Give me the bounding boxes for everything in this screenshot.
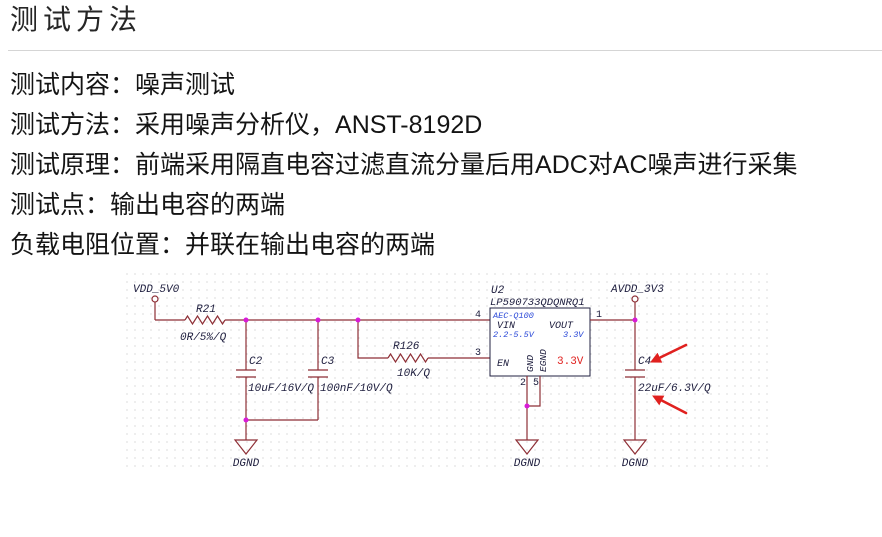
- info-value: 噪声测试: [135, 71, 236, 99]
- info-value: 输出电容的两端: [110, 191, 286, 219]
- net-label-dgnd: DGND: [622, 458, 649, 470]
- resistor-r126-designator: R126: [393, 341, 420, 353]
- capacitor-c2-designator: C2: [249, 356, 263, 368]
- resistor-r21: R21 0R/5%/Q: [180, 304, 227, 344]
- wire-enable-branch: [357, 320, 388, 359]
- resistor-r21-value: 0R/5%/Q: [180, 332, 227, 344]
- ic-u2-designator: U2: [491, 285, 505, 297]
- info-label: 测试原理：: [10, 151, 136, 179]
- net-label-dgnd: DGND: [233, 458, 260, 470]
- wire-input-caps-ground: [245, 419, 318, 440]
- ic-u2-pin-name-egnd: EGND: [538, 349, 549, 372]
- resistor-r126-value: 10K/Q: [397, 368, 430, 380]
- info-row-test-point: 测试点：输出电容的两端: [10, 185, 798, 225]
- schematic-grid-background: [125, 272, 770, 469]
- ic-u2-pin-name-en: EN: [497, 359, 509, 370]
- ic-u2-pin-number-vin: 4: [475, 310, 481, 321]
- net-label-vdd-5v0: VDD_5V0: [133, 284, 180, 296]
- resistor-r21-symbol: [184, 314, 226, 326]
- ground-symbol-triangle: [233, 439, 259, 455]
- ic-u2-pin-name-gnd: GND: [525, 355, 536, 372]
- net-label-avdd-3v3: AVDD_3V3: [610, 284, 664, 296]
- power-port-avdd-3v3: AVDD_3V3: [610, 284, 664, 320]
- wire-junction: [524, 403, 530, 409]
- ic-u2-pin-name-vout: VOUT: [549, 321, 574, 332]
- capacitor-c2-plates: [236, 369, 256, 378]
- wire-junction: [355, 317, 361, 323]
- info-row-load-position: 负载电阻位置：并联在输出电容的两端: [10, 225, 798, 265]
- ic-u2-body: [489, 307, 591, 377]
- ic-u2-pin-number-vout: 1: [596, 310, 602, 321]
- ldo-noise-test-schematic: VDD_5V0 R21 0R/5%/Q C2 10uF/16V/Q C3 100…: [125, 272, 770, 470]
- ground-symbol-triangle: [514, 439, 540, 455]
- net-label-dgnd: DGND: [514, 458, 541, 470]
- info-label: 测试点：: [10, 191, 111, 219]
- test-method-details: 测试内容：噪声测试 测试方法：采用噪声分析仪，ANST-8192D 测试原理：前…: [10, 65, 798, 265]
- capacitor-c2: C2 10uF/16V/Q: [236, 320, 314, 420]
- capacitor-c4-designator: C4: [638, 356, 651, 368]
- info-label: 测试方法：: [10, 111, 136, 139]
- info-value: 并联在输出电容的两端: [185, 231, 436, 259]
- capacitor-c4-value: 22uF/6.3V/Q: [638, 383, 711, 395]
- info-row-test-content: 测试内容：噪声测试: [10, 65, 798, 105]
- ground-symbol-triangle: [622, 439, 648, 455]
- ic-u2-vout-rating: 3.3V: [563, 330, 584, 340]
- info-value: 采用噪声分析仪，ANST-8192D: [135, 111, 483, 139]
- info-label: 负载电阻位置：: [10, 231, 186, 259]
- ic-u2-pin-number-en: 3: [475, 348, 481, 359]
- capacitor-c3: C3 100nF/10V/Q: [308, 320, 393, 420]
- capacitor-c3-plates: [308, 369, 328, 378]
- resistor-r126: R126 10K/Q: [387, 341, 430, 380]
- ground-symbol-input: DGND: [233, 439, 260, 470]
- wire-junction: [243, 417, 249, 423]
- ldo-regulator-u2: U2 LP590733QDQNRQ1 AEC-Q100 VIN 2.2-5.5V…: [475, 285, 602, 389]
- wire-junction: [632, 317, 638, 323]
- power-port-vdd-5v0: VDD_5V0: [133, 284, 180, 320]
- info-value: 前端采用隔直电容过滤直流分量后用ADC对AC噪声进行采集: [135, 151, 798, 179]
- info-label: 测试内容：: [10, 71, 136, 99]
- info-row-test-principle: 测试原理：前端采用隔直电容过滤直流分量后用ADC对AC噪声进行采集: [10, 145, 798, 185]
- page-title: 测试方法: [10, 4, 143, 35]
- capacitor-c4: C4 22uF/6.3V/Q: [625, 320, 711, 440]
- ic-u2-output-voltage: 3.3V: [557, 356, 584, 368]
- wire-junction: [315, 317, 321, 323]
- ic-u2-vin-range: 2.2-5.5V: [493, 330, 535, 340]
- ic-u2-pin-name-vin: VIN: [497, 321, 515, 332]
- capacitor-c2-value: 10uF/16V/Q: [248, 383, 314, 395]
- capacitor-c3-designator: C3: [321, 356, 335, 368]
- ic-u2-grade: AEC-Q100: [492, 311, 534, 321]
- info-row-test-method: 测试方法：采用噪声分析仪，ANST-8192D: [10, 105, 798, 145]
- capacitor-c3-value: 100nF/10V/Q: [320, 383, 393, 395]
- ground-symbol-ldo: DGND: [514, 439, 541, 470]
- ic-u2-pin-number-gnd: 2: [520, 378, 526, 389]
- ic-u2-pin-number-egnd: 5: [533, 378, 539, 389]
- ground-symbol-output: DGND: [622, 439, 649, 470]
- ic-u2-part-number: LP590733QDQNRQ1: [490, 297, 585, 309]
- resistor-r126-symbol: [387, 352, 429, 364]
- callout-arrow-lower: [652, 395, 688, 415]
- callout-arrow-upper: [650, 343, 688, 363]
- wire-junction: [243, 317, 249, 323]
- title-divider: [8, 50, 882, 51]
- resistor-r21-designator: R21: [196, 304, 216, 316]
- capacitor-c4-plates: [625, 369, 645, 378]
